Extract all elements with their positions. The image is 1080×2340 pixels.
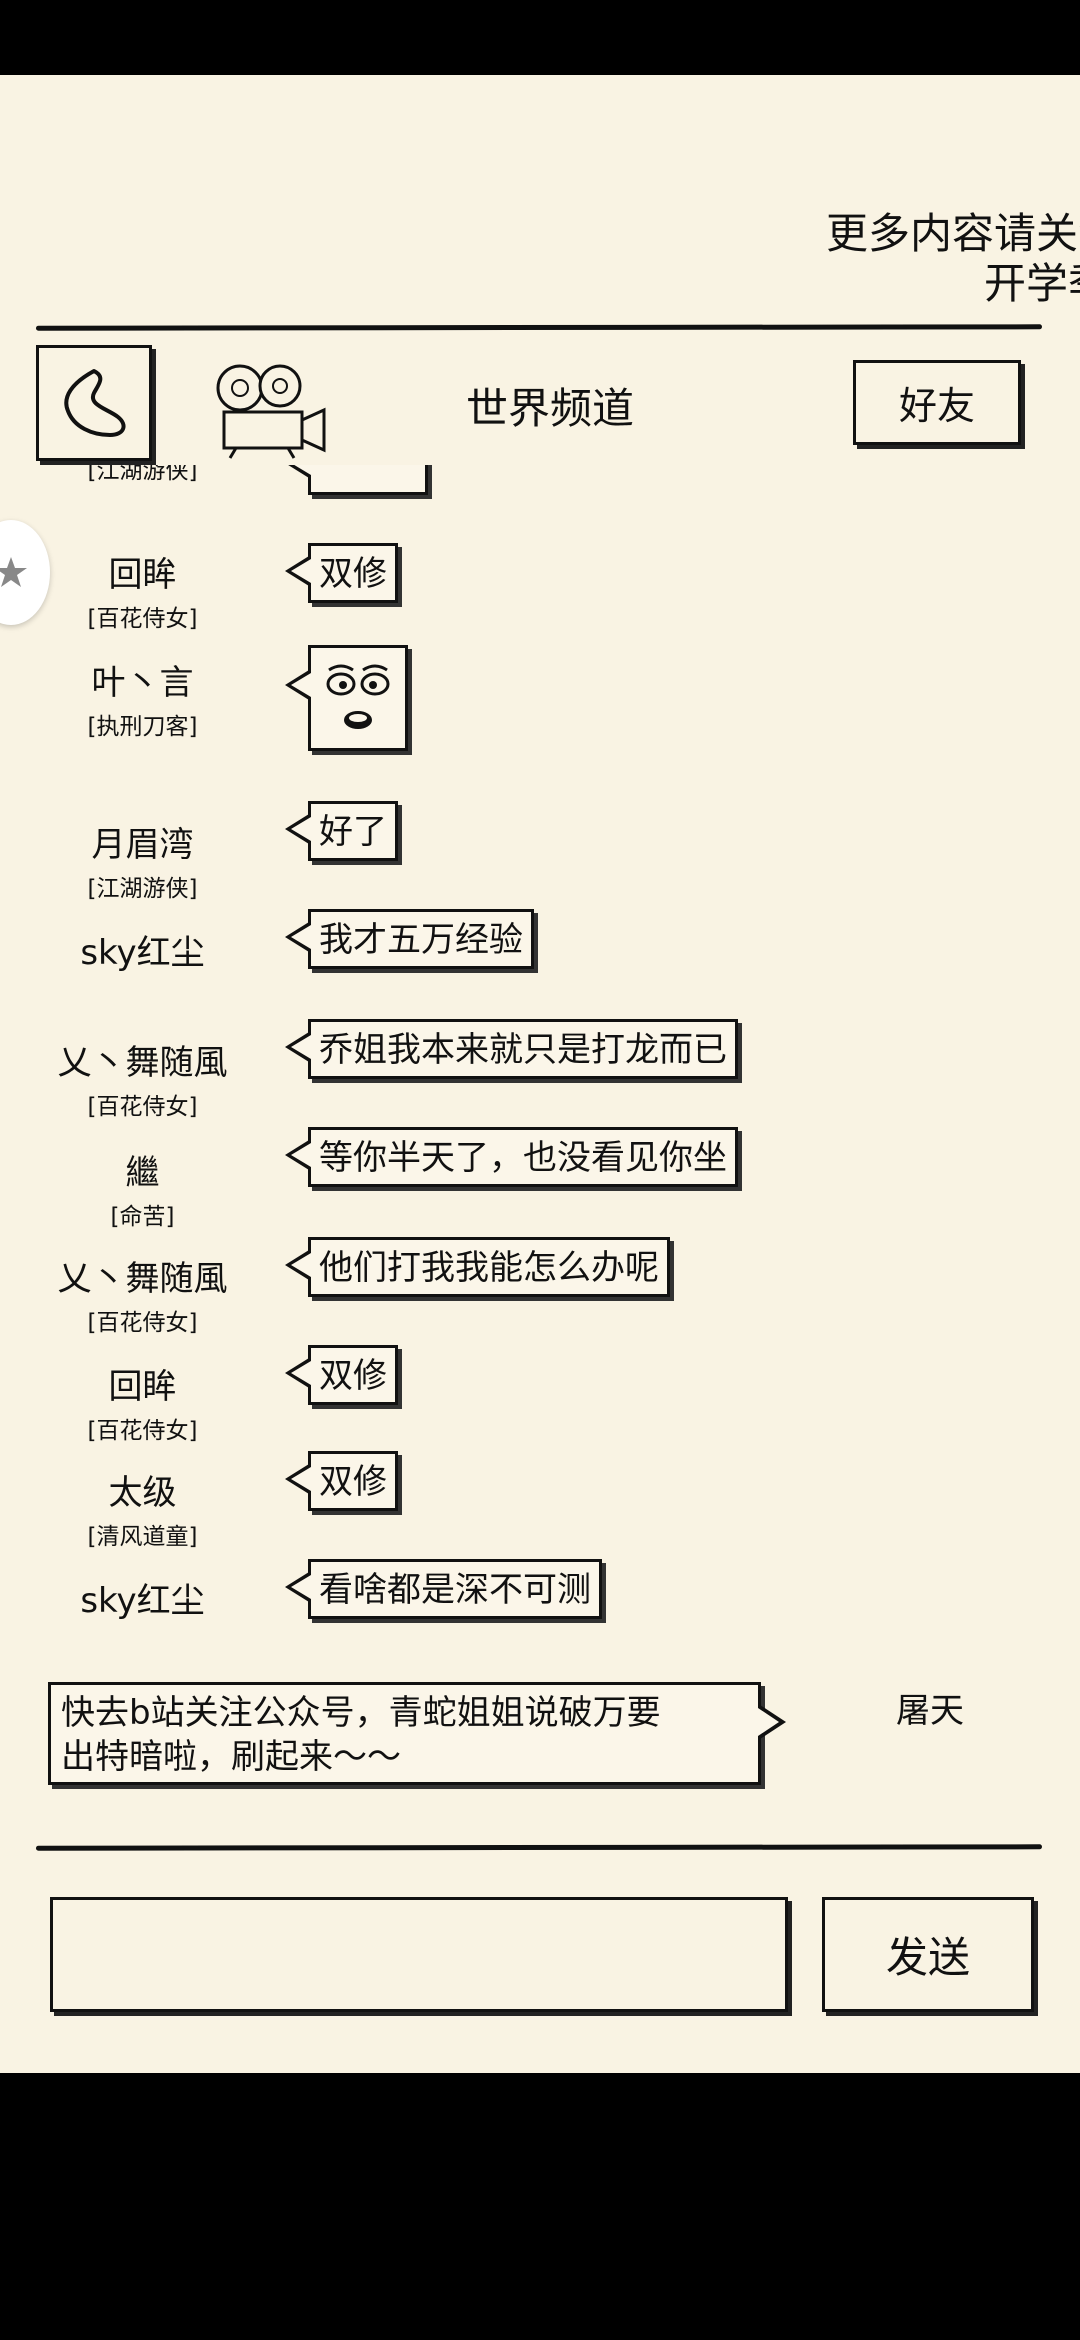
message-bubble: 双修 — [285, 1345, 398, 1405]
banner-line-1: 更多内容请关注 — [825, 209, 1080, 258]
user-tag: [执刑刀客] — [87, 714, 198, 740]
smiling-face-sticker-icon — [326, 664, 390, 729]
user-name[interactable]: sky红尘 — [80, 1581, 205, 1621]
user-tag: [江湖游侠] — [87, 876, 198, 902]
floating-star-icon — [0, 556, 27, 587]
own-message-bubble: 快去b站关注公众号，青蛇姐姐说破万要 出特暗啦，刷起来～～ — [48, 1682, 786, 1785]
camera-icon[interactable] — [212, 360, 327, 460]
message-bubble: 乔姐我本来就只是打龙而已 — [285, 1019, 738, 1079]
own-user-name[interactable]: 屠天 — [896, 1691, 964, 1731]
user-tag: [江湖游侠] — [87, 465, 198, 484]
bottom-divider — [35, 1844, 1043, 1851]
message-bubble: 等你半天了，也没看见你坐 — [285, 1127, 738, 1187]
user-tag: [命苦] — [110, 1204, 175, 1230]
message-list[interactable]: [江湖游侠] 回眸 [百花侍女] 双修 叶丶言 [执刑刀客] — [0, 465, 1080, 1695]
message-bubble: 双修 — [285, 543, 398, 603]
own-message-line-2: 出特暗啦，刷起来～～ — [61, 1737, 401, 1777]
user-tag: [百花侍女] — [87, 1310, 198, 1336]
game-screen: 更多内容请关注 开学季 世界频道 好友 [江湖游侠] 回眸 [百花侍女] 双修 … — [0, 75, 1080, 2073]
user-name[interactable]: 乂丶舞随風 — [57, 1259, 228, 1299]
user-tag: [清风道童] — [87, 1524, 198, 1550]
message-bubble: 我才五万经验 — [285, 909, 534, 969]
back-arrow-icon — [64, 369, 126, 437]
message-bubble: 双修 — [285, 1451, 398, 1511]
user-name[interactable]: 叶丶言 — [91, 663, 194, 703]
sticker-bubble — [285, 645, 408, 751]
message-bubble: 看啥都是深不可测 — [285, 1559, 602, 1619]
user-name[interactable]: 太级 — [108, 1473, 177, 1513]
chat-input[interactable] — [50, 1897, 788, 2012]
channel-title: 世界频道 — [465, 384, 634, 433]
user-tag: [百花侍女] — [87, 606, 198, 632]
message-bubble — [285, 465, 428, 495]
user-tag: [百花侍女] — [87, 1418, 198, 1444]
send-button[interactable]: 发送 — [822, 1897, 1034, 2012]
message-bubble: 他们打我我能怎么办呢 — [285, 1237, 670, 1297]
user-tag: [百花侍女] — [87, 1094, 198, 1120]
back-button[interactable] — [36, 345, 152, 461]
user-name[interactable]: sky红尘 — [80, 933, 205, 973]
banner-line-2: 开学季 — [983, 259, 1080, 308]
message-bubble: 好了 — [285, 801, 398, 861]
own-message-line-1: 快去b站关注公众号，青蛇姐姐说破万要 — [61, 1693, 661, 1733]
user-name[interactable]: 月眉湾 — [91, 825, 194, 865]
top-divider — [35, 324, 1043, 331]
user-name[interactable]: 繼 — [125, 1153, 160, 1193]
friend-button[interactable]: 好友 — [853, 360, 1021, 445]
user-name[interactable]: 回眸 — [108, 1367, 177, 1407]
user-name[interactable]: 乂丶舞随風 — [57, 1043, 228, 1083]
user-name[interactable]: 回眸 — [108, 555, 177, 595]
